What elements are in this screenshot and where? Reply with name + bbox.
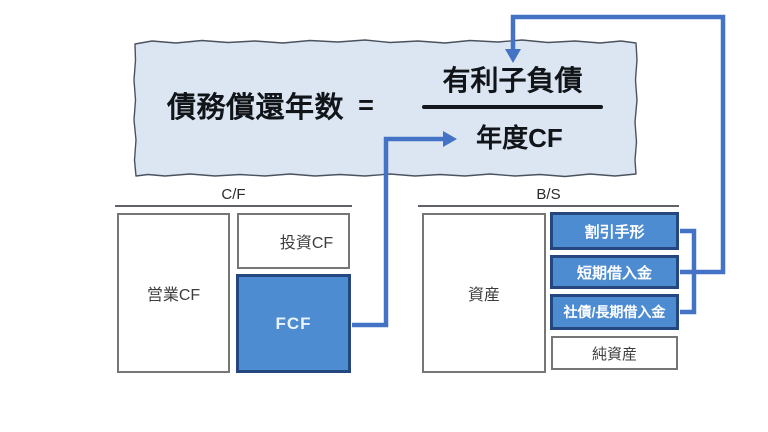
bs-chart-title: B/S	[536, 186, 561, 203]
cf-title-underline	[115, 205, 352, 207]
net-assets-label: 純資産	[591, 345, 637, 363]
investing-cf-box: 投資CF	[237, 213, 350, 269]
discounted-bills-label: 割引手形	[584, 223, 645, 241]
fcf-box: FCF	[236, 274, 351, 373]
formula-denominator: 年度CF	[476, 122, 563, 153]
short-term-loan-label: 短期借入金	[576, 264, 652, 282]
short-term-loan-box: 短期借入金	[550, 255, 679, 289]
fraction-bar	[422, 105, 603, 109]
formula-equals-sign: =	[358, 89, 374, 120]
assets-box: 資産	[422, 213, 546, 373]
investing-cf-label: 投資CF	[279, 235, 334, 252]
fcf-label: FCF	[275, 313, 312, 333]
liabilities-bracket	[680, 228, 697, 315]
bonds-long-term-loan-label: 社債/長期借入金	[563, 304, 666, 320]
formula-lhs: 債務償還年数	[166, 92, 344, 124]
discounted-bills-box: 割引手形	[550, 212, 679, 250]
operating-cf-box: 営業CF	[117, 213, 230, 373]
net-assets-box: 純資産	[551, 336, 678, 370]
cf-chart-title: C/F	[221, 186, 246, 203]
operating-cf-label: 営業CF	[146, 287, 201, 304]
bonds-long-term-loan-box: 社債/長期借入金	[550, 294, 679, 330]
bs-title-underline	[418, 205, 679, 207]
formula-numerator: 有利子負債	[442, 65, 583, 96]
assets-label: 資産	[467, 287, 500, 304]
